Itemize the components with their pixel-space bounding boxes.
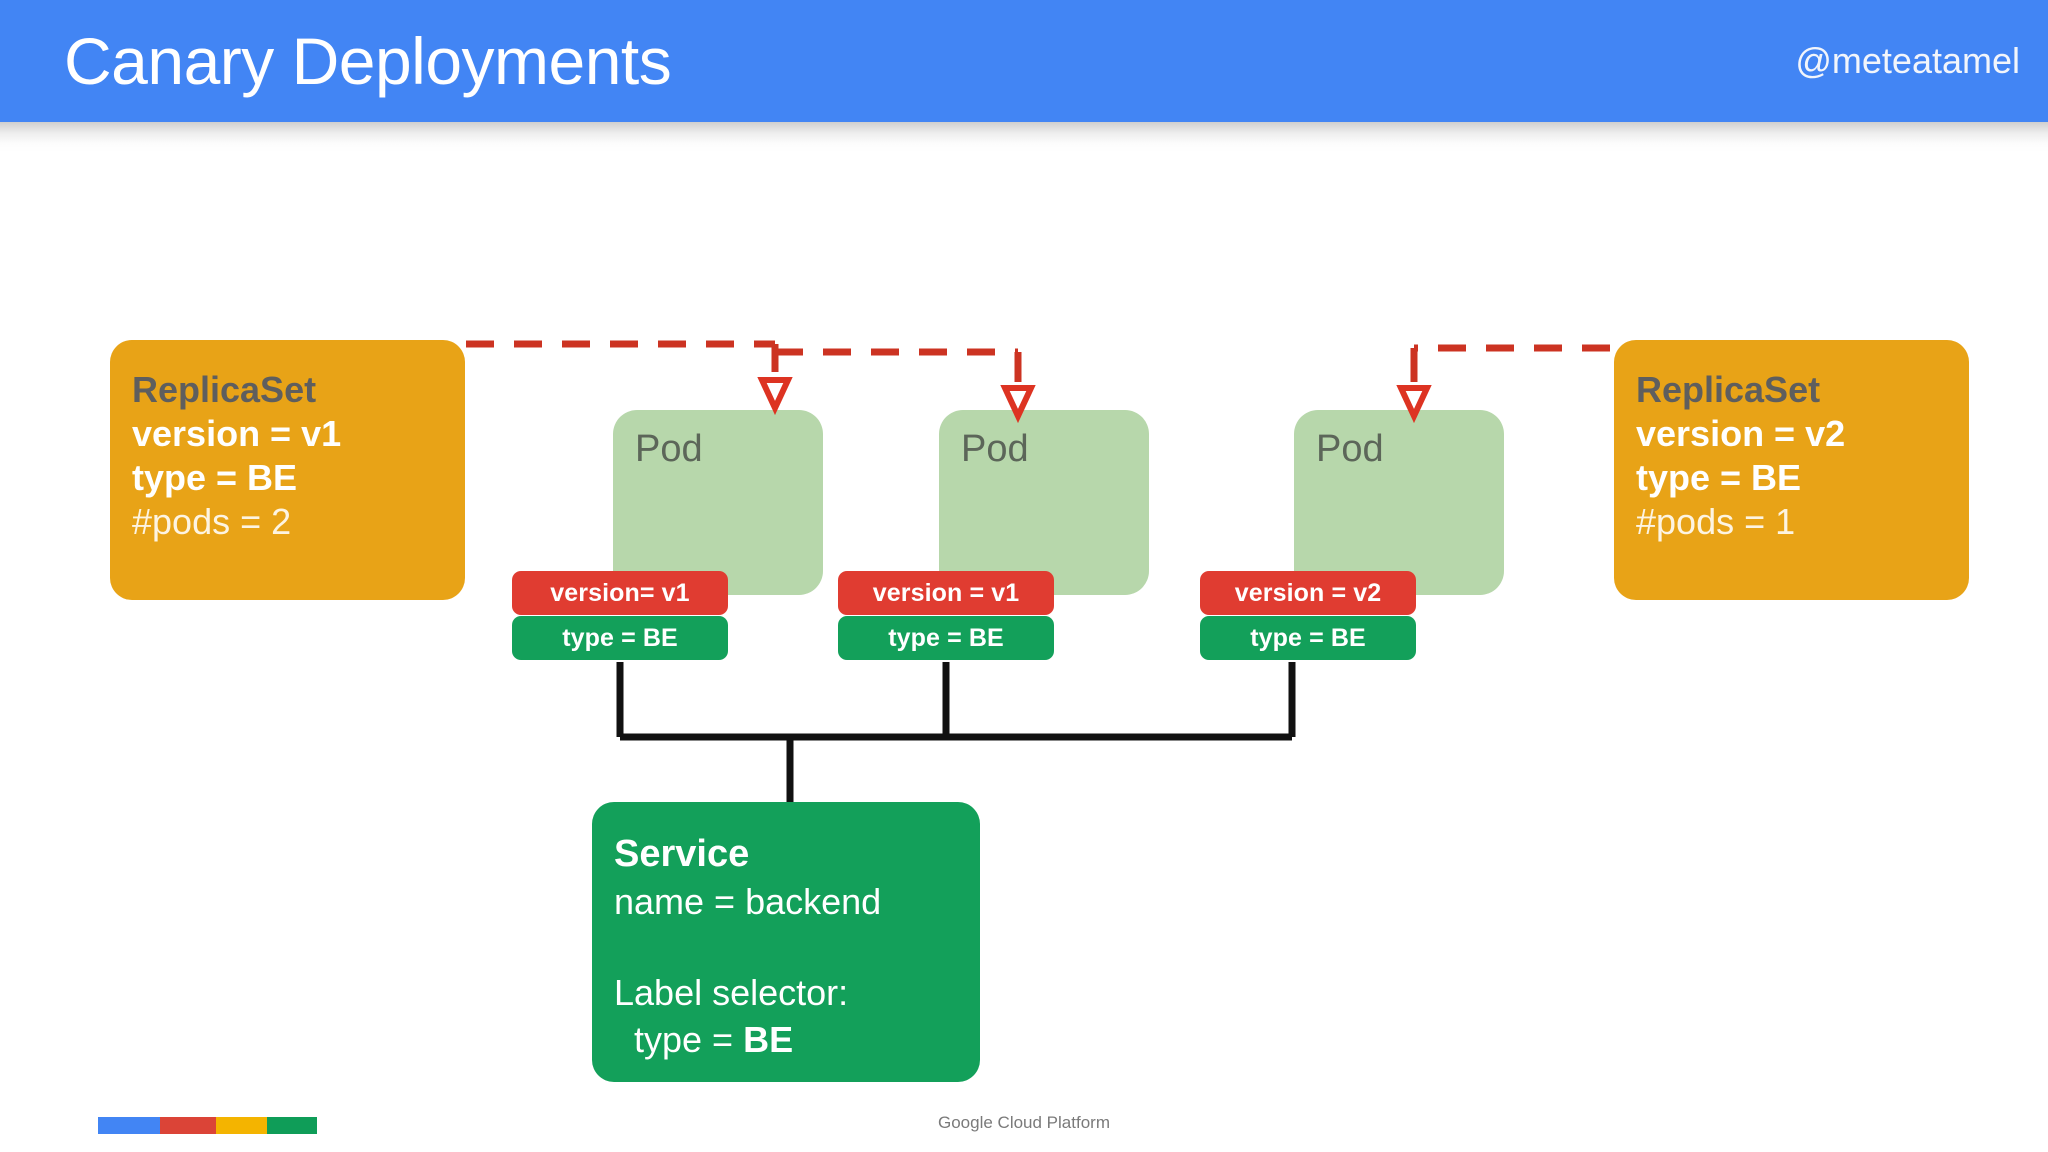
author-handle: @meteatamel [1795,40,2020,81]
service-selector-value: BE [743,1018,794,1060]
service-title: Service [614,833,750,875]
color-bar-blue [98,1117,161,1134]
arrowhead-pod-1 [757,377,793,416]
service-selector-label: Label selector: [614,972,849,1014]
pod-box-2[interactable]: Pod [939,410,1149,595]
pod-2-label: Pod [961,428,1029,470]
pod-2-version-tag: version = v1 [838,571,1054,615]
replicaset-v1-title: ReplicaSet [132,369,317,410]
replicaset-v2-pods: #pods = 1 [1636,500,1796,542]
slide-header: Canary Deployments @meteatamel [0,0,2048,122]
pod-box-3[interactable]: Pod [1294,410,1504,595]
replicaset-v2-type: type = BE [1636,456,1802,498]
service-spacer [614,926,980,970]
footer-label: Google Cloud Platform [938,1113,1110,1132]
pod-2-type-tag: type = BE [838,616,1054,660]
replicaset-v1-version: version = v1 [132,412,342,454]
replicaset-box-v2[interactable]: ReplicaSet version = v2 type = BE #pods … [1614,340,1969,600]
service-box[interactable]: Service name = backend Label selector: t… [592,802,980,1082]
pod-1-version-tag: version= v1 [512,571,728,615]
pod-3-label: Pod [1316,428,1384,470]
pod-1-type-tag: type = BE [512,616,728,660]
replicaset-v2-title: ReplicaSet [1636,369,1821,410]
color-bar-yellow [216,1117,267,1134]
service-name: name = backend [614,881,882,923]
service-selector-key: type = [634,1018,744,1060]
replicaset-v2-version: version = v2 [1636,412,1846,454]
pod-3-version-tag: version = v2 [1200,571,1416,615]
color-bar-green [266,1117,317,1134]
replicaset-box-v1[interactable]: ReplicaSet version = v1 type = BE #pods … [110,340,465,600]
replicaset-v1-type: type = BE [132,456,298,498]
replicaset-v1-pods: #pods = 2 [132,500,292,542]
service-selector-expression: type = BE [614,1017,980,1064]
google-color-bar [98,1117,317,1134]
pod-3-type-tag: type = BE [1200,616,1416,660]
color-bar-red [160,1117,217,1134]
pod-1-label: Pod [635,428,703,470]
page-title: Canary Deployments [64,24,672,98]
header-shadow [0,122,2048,152]
pod-box-1[interactable]: Pod [613,410,823,595]
